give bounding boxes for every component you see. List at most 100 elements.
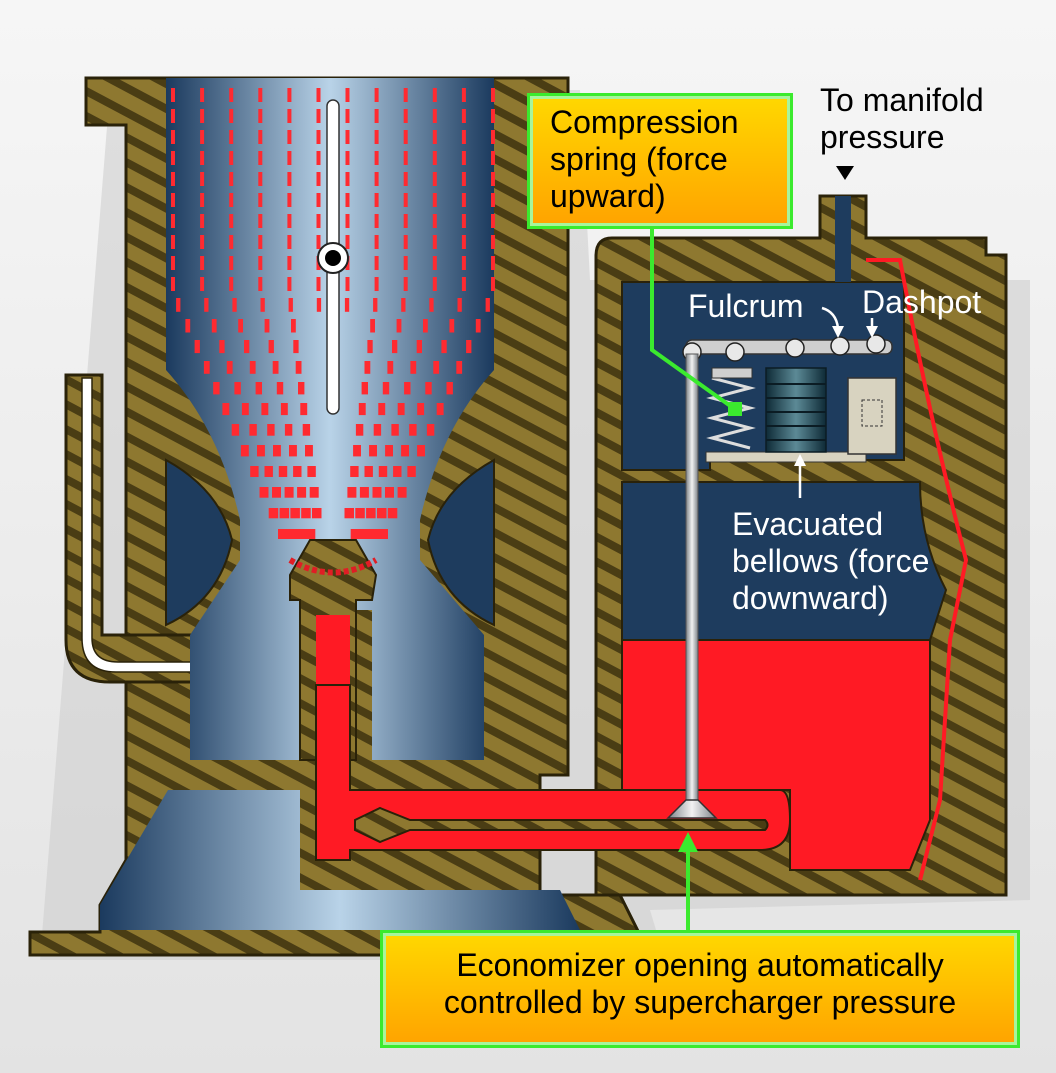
airflow-dash [350, 466, 359, 477]
bellows-label: Evacuated bellows (force downward) [732, 506, 929, 617]
airflow-dash [429, 298, 434, 312]
airflow-dash [234, 382, 241, 395]
airflow-dash [276, 382, 284, 395]
airflow-dash [258, 193, 263, 207]
airflow-dash [401, 298, 406, 312]
airflow-dash [401, 445, 409, 457]
bellows-line3: downward) [732, 580, 889, 617]
airflow-dash [287, 109, 292, 123]
airflow-dash [347, 487, 357, 498]
economizer-callout: Economizer opening automatically control… [380, 930, 1020, 1048]
airflow-dash [432, 151, 437, 165]
airflow-dash [200, 214, 205, 228]
airflow-dash [229, 151, 234, 165]
airflow-dash [287, 256, 292, 270]
bellows-line2: bellows (force [732, 543, 930, 580]
airflow-dash [226, 361, 233, 374]
dashpot-label: Dashpot [862, 284, 982, 320]
airflow-dashes [171, 88, 495, 539]
airflow-dash [491, 235, 495, 249]
airflow-dash [461, 130, 466, 144]
airflow-dash [359, 529, 370, 539]
airflow-dash [409, 424, 417, 436]
airflow-dash [344, 508, 354, 519]
airflow-dash [361, 382, 368, 395]
airflow-dash [293, 466, 302, 477]
airflow-dash [374, 172, 379, 186]
airflow-dash [461, 193, 466, 207]
throttle-pivot-center [325, 250, 341, 266]
airflow-dash [432, 172, 437, 186]
airflow-dash [171, 235, 175, 249]
manifold-label-line2: pressure [820, 119, 945, 156]
airflow-dash [368, 529, 379, 539]
airflow-dash [410, 361, 417, 374]
airflow-dash [231, 424, 240, 436]
airflow-dash [229, 193, 234, 207]
airflow-dash [244, 340, 250, 354]
airflow-dash [287, 151, 292, 165]
airflow-dash [176, 298, 181, 312]
airflow-dash [461, 109, 466, 123]
airflow-dash [491, 277, 495, 291]
airflow-dash [302, 424, 311, 436]
lever-pins [682, 334, 886, 362]
compression-line3: upward) [550, 178, 666, 215]
airflow-dash [291, 319, 296, 333]
spring-cap [711, 367, 753, 379]
fuel-outline [866, 258, 969, 881]
airflow-dash [290, 508, 300, 519]
compression-line1: Compression [550, 104, 739, 140]
airflow-dash [416, 340, 422, 354]
airflow-dash [284, 487, 294, 498]
airflow-dash [171, 109, 175, 123]
airflow-dash [171, 130, 175, 144]
economizer-text: Economizer opening automatically control… [383, 947, 1017, 1021]
airflow-dash [461, 277, 466, 291]
manifold-label: To manifold pressure [820, 82, 984, 156]
airflow-dash [316, 193, 321, 207]
throttle-outlet [100, 790, 580, 930]
airflow-dash [257, 445, 265, 457]
airflow-dash [229, 109, 234, 123]
airflow-dash [229, 88, 234, 102]
airflow-dash [374, 151, 379, 165]
airflow-dash [200, 172, 205, 186]
venturi-passage [166, 78, 494, 760]
airflow-dash [258, 256, 263, 270]
airflow-dash [355, 508, 365, 519]
airflow-dash [403, 88, 408, 102]
airflow-dash [229, 256, 234, 270]
airflow-dash [461, 151, 466, 165]
airflow-dash [359, 487, 369, 498]
airflow-dash [200, 277, 205, 291]
airflow-dash [249, 361, 256, 374]
bellows-base [705, 451, 867, 463]
airflow-dash [403, 130, 408, 144]
economizer-line2: controlled by supercharger pressure [443, 984, 957, 1021]
airflow-dash [258, 130, 263, 144]
airflow-dash [261, 403, 269, 416]
airflow-dash [171, 256, 175, 270]
airflow-dash [345, 88, 350, 102]
airflow-dash [385, 445, 393, 457]
airflow-dash [449, 319, 455, 333]
airflow-dash [258, 235, 263, 249]
airflow-dash [485, 298, 490, 312]
nozzle-spray [288, 557, 378, 576]
airflow-dash [374, 130, 379, 144]
airflow-dash [378, 466, 388, 477]
airflow-dash [350, 529, 361, 539]
airflow-dash [491, 214, 495, 228]
airflow-dash [200, 256, 205, 270]
airflow-dash [345, 130, 350, 144]
airflow-dash [258, 277, 263, 291]
airflow-dash [287, 214, 292, 228]
airflow-dash [305, 445, 313, 457]
airflow-dash [309, 487, 319, 498]
airflow-dash [316, 277, 321, 291]
airflow-dash [305, 529, 316, 539]
label-arrows [794, 306, 878, 498]
airflow-dash [280, 403, 288, 416]
